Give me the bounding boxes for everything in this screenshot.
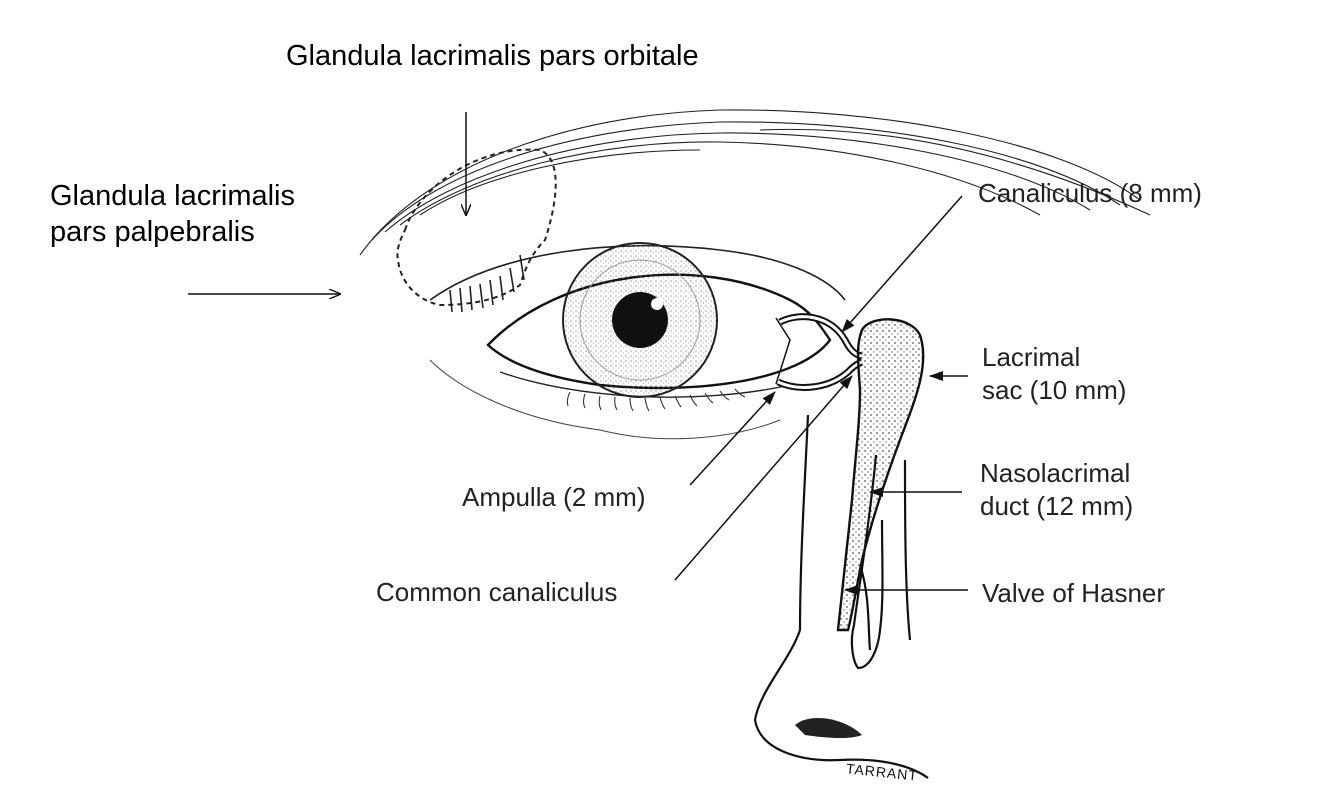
- label-lacrimal-sac-line2: sac (10 mm): [982, 374, 1127, 405]
- upper-eyelid-fold: [429, 244, 846, 301]
- label-common-canaliculus: Common canaliculus: [376, 577, 618, 607]
- pupil-highlight: [651, 298, 663, 310]
- cheek-line: [599, 419, 781, 440]
- label-lacrimal-sac: Lacrimal sac (10 mm): [982, 341, 1126, 406]
- canaliculi: [775, 313, 864, 391]
- label-nasolacrimal-duct: Nasolacrimal duct (12 mm): [980, 457, 1133, 522]
- lacrimal-sac: [836, 318, 925, 632]
- label-nasolacrimal-line1: Nasolacrimal: [980, 458, 1131, 488]
- lower-eyelid: [499, 371, 791, 398]
- iris-inner-ring: [579, 259, 701, 381]
- label-valve-of-hasner: Valve of Hasner: [982, 578, 1166, 608]
- label-pars-orbitale: Glandula lacrimalis pars orbitale: [286, 40, 699, 72]
- eyebrow: [359, 109, 1151, 256]
- label-canaliculus: Canaliculus (8 mm): [978, 178, 1202, 208]
- label-pars-palpebralis: Glandula lacrimalis pars palpebralis: [50, 178, 295, 251]
- nostril: [795, 717, 862, 739]
- label-arrows: [188, 112, 968, 595]
- lower-lid-crease: [429, 359, 601, 431]
- label-pars-palpebralis-line1: Glandula lacrimalis: [50, 180, 295, 212]
- label-nasolacrimal-line2: duct (12 mm): [980, 490, 1134, 521]
- label-lacrimal-sac-line1: Lacrimal: [982, 342, 1081, 372]
- lower-lashes: [566, 388, 746, 412]
- arrow-canaliculus: [841, 195, 963, 333]
- label-ampulla: Ampulla (2 mm): [462, 482, 646, 512]
- arrow-ampulla: [689, 391, 776, 486]
- arrow-common-canaliculus: [674, 375, 853, 581]
- label-pars-palpebralis-line2: pars palpebralis: [50, 216, 255, 249]
- orbital-gland-outline: [396, 148, 557, 307]
- nose: [753, 414, 929, 779]
- palpebral-gland-lobules: [449, 254, 525, 313]
